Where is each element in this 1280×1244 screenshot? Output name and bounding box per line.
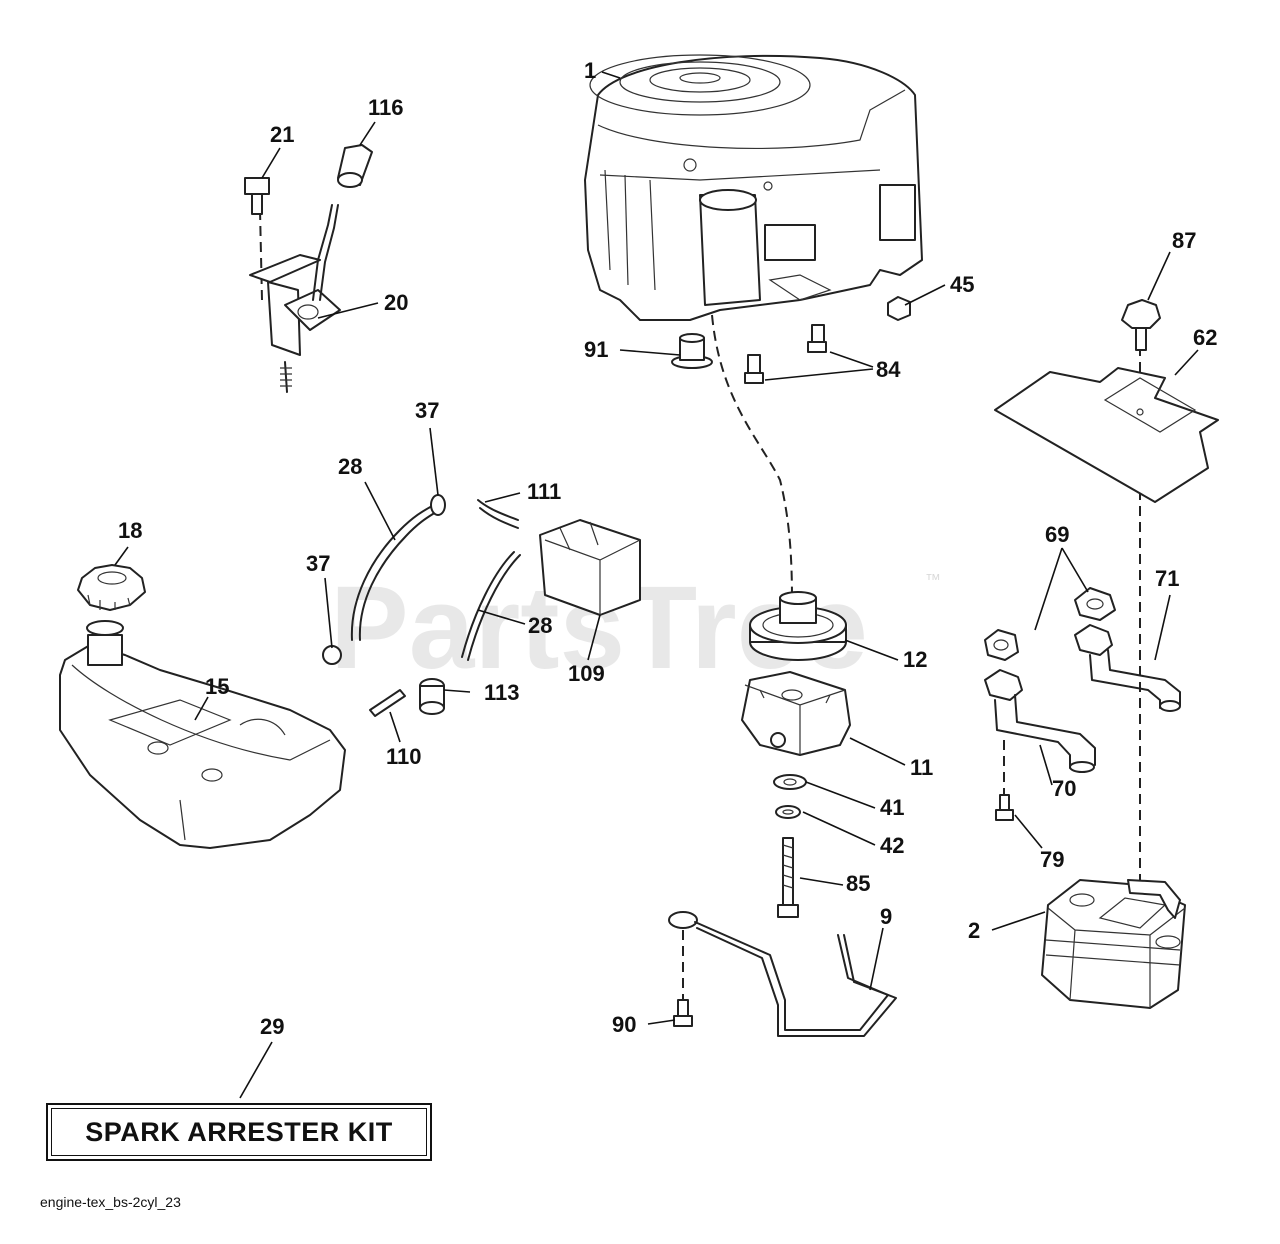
callout-84: 84 — [876, 357, 901, 382]
callout-110: 110 — [386, 744, 422, 769]
callout-28-right: 28 — [528, 613, 552, 638]
clutch-11-part — [741, 671, 851, 756]
callout-28-left: 28 — [338, 454, 362, 479]
callout-69: 69 — [1045, 522, 1069, 547]
callout-91: 91 — [584, 337, 608, 362]
washer-41-part — [773, 774, 807, 790]
bolts-84-part — [744, 324, 827, 384]
callout-12: 12 — [903, 647, 927, 672]
callout-42: 42 — [880, 833, 904, 858]
bolt-85-part — [777, 837, 799, 918]
watermark-trademark: ™ — [925, 572, 941, 589]
gaskets-69-part — [984, 587, 1116, 661]
fuel-filter-part — [539, 519, 641, 616]
callout-70: 70 — [1052, 776, 1076, 801]
callout-62: 62 — [1193, 325, 1217, 350]
bracket-9-part — [668, 911, 897, 1037]
callout-113: 113 — [484, 680, 520, 705]
callout-2: 2 — [968, 918, 980, 943]
callout-11: 11 — [910, 755, 933, 780]
callout-41: 41 — [880, 795, 904, 820]
leader-lines — [114, 71, 1199, 1099]
bolt-90-part — [673, 999, 693, 1027]
engine-part — [584, 54, 923, 321]
callout-1: 1 — [584, 58, 596, 83]
spark-arrester-kit-label: SPARK ARRESTER KIT — [85, 1116, 393, 1147]
exhaust-pipe-71-part — [1074, 624, 1181, 712]
nut-45-part — [887, 296, 911, 321]
callout-37-top: 37 — [415, 398, 439, 423]
callout-20: 20 — [384, 290, 408, 315]
callout-90: 90 — [612, 1012, 636, 1037]
callout-9: 9 — [880, 904, 892, 929]
exhaust-pipe-70-part — [984, 669, 1096, 773]
callout-37-bottom: 37 — [306, 551, 330, 576]
fuel-cap-part — [77, 564, 146, 611]
callout-79: 79 — [1040, 847, 1064, 872]
heat-shield-62-part — [994, 367, 1219, 503]
fuel-lines-part — [322, 494, 521, 665]
callout-116: 116 — [368, 95, 404, 120]
bolt-79-part — [995, 794, 1014, 821]
spacer-91-part — [671, 333, 713, 369]
callout-87: 87 — [1172, 228, 1196, 253]
washer-42-part — [775, 805, 801, 819]
diagram-code: engine-tex_bs-2cyl_23 — [40, 1194, 181, 1210]
knob-87-part — [1121, 299, 1161, 351]
callout-15: 15 — [205, 674, 229, 699]
callout-111: 111 — [527, 479, 561, 504]
callout-109: 109 — [568, 661, 605, 686]
callout-18: 18 — [118, 518, 142, 543]
throttle-control-part — [244, 144, 373, 393]
muffler-2-part — [1041, 879, 1186, 1009]
callout-71: 71 — [1155, 566, 1179, 591]
callout-29: 29 — [260, 1014, 284, 1039]
callout-45: 45 — [950, 272, 974, 297]
fuel-fitting-part — [369, 678, 445, 717]
pulley-12-part — [749, 591, 847, 661]
callout-21: 21 — [270, 122, 294, 147]
spark-arrester-kit-box: SPARK ARRESTER KIT — [46, 1103, 432, 1161]
callout-85: 85 — [846, 871, 870, 896]
fuel-tank-part — [59, 620, 346, 849]
